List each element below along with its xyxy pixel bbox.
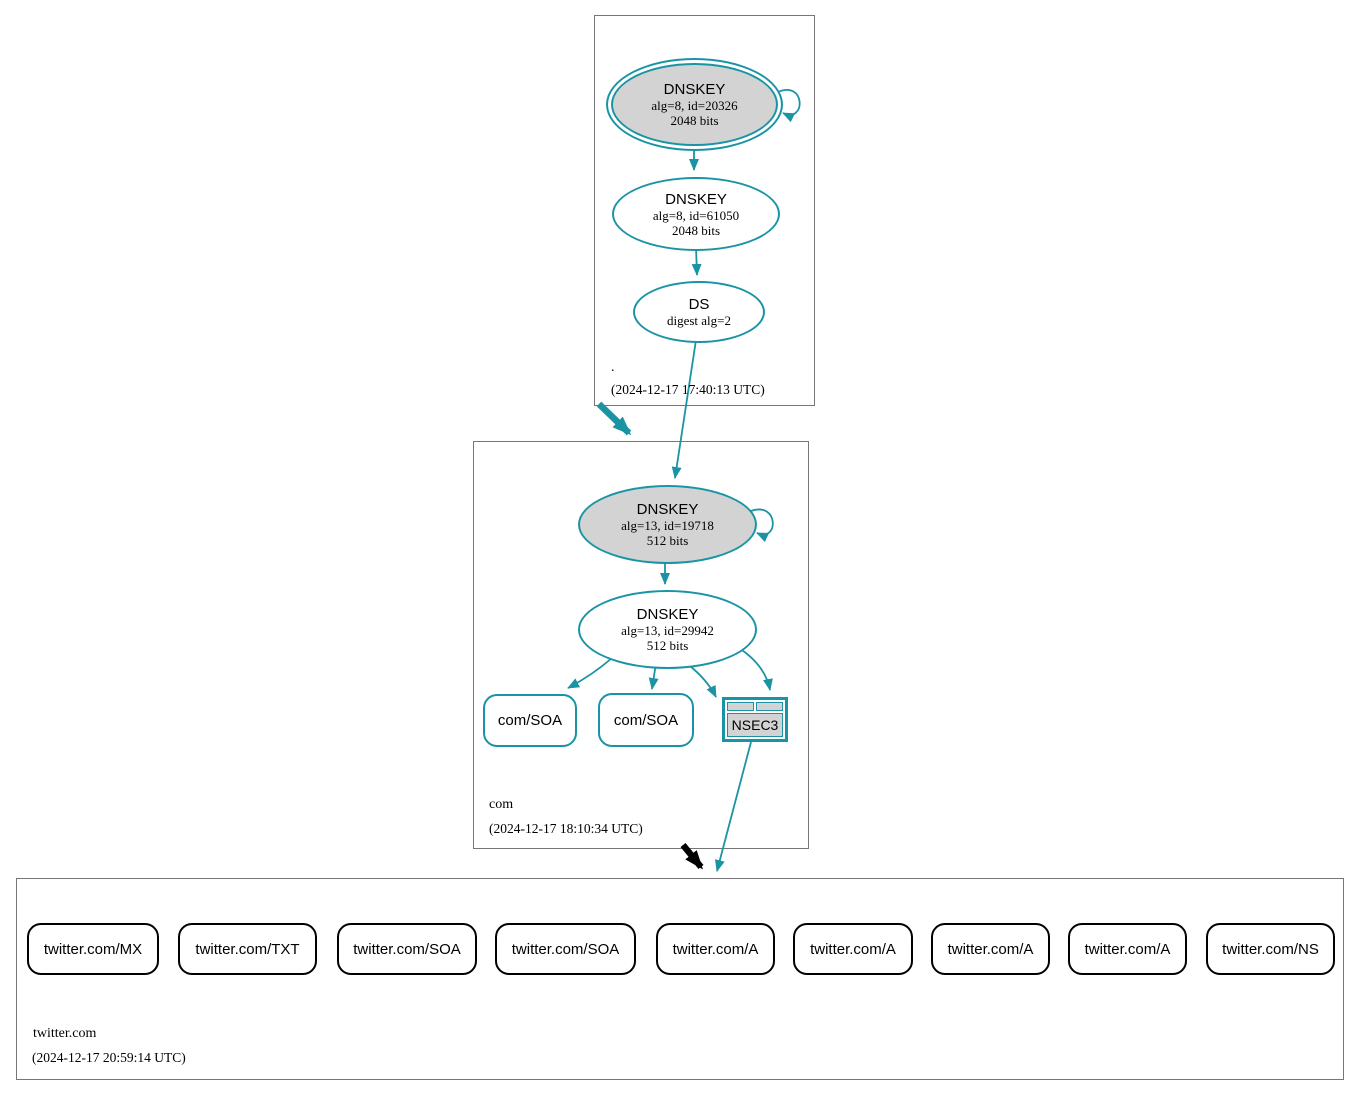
twitter-rrset-a-4[interactable]: twitter.com/A (1068, 923, 1187, 975)
com-zsk-node[interactable]: DNSKEY alg=13, id=29942 512 bits (578, 590, 757, 669)
zone-box-com (473, 441, 809, 849)
twitter-rrset-mx[interactable]: twitter.com/MX (27, 923, 159, 975)
root-ksk-inner: DNSKEY alg=8, id=20326 2048 bits (611, 63, 778, 146)
root-ksk-title: DNSKEY (663, 81, 726, 98)
nsec3-cell-right (756, 702, 783, 711)
com-ksk-bits: 512 bits (646, 533, 689, 548)
com-zsk-title: DNSKEY (636, 606, 699, 623)
zone-box-root (594, 15, 815, 406)
com-soa-node-1[interactable]: com/SOA (483, 694, 577, 747)
twitter-zone-name: twitter.com (33, 1026, 97, 1041)
twitter-rrset-soa-2[interactable]: twitter.com/SOA (495, 923, 636, 975)
root-ds-digest: digest alg=2 (666, 313, 732, 328)
twitter-rrset-a-2[interactable]: twitter.com/A (793, 923, 913, 975)
twitter-rrset-soa-1[interactable]: twitter.com/SOA (337, 923, 477, 975)
com-ksk-title: DNSKEY (636, 501, 699, 518)
edge-delegation-root-com (596, 401, 632, 436)
root-ksk-alg: alg=8, id=20326 (651, 98, 738, 113)
twitter-rrset-txt[interactable]: twitter.com/TXT (178, 923, 317, 975)
root-zsk-node[interactable]: DNSKEY alg=8, id=61050 2048 bits (612, 177, 780, 251)
zone-box-twitter (16, 878, 1344, 1080)
com-zone-timestamp: (2024-12-17 18:10:34 UTC) (489, 821, 643, 836)
root-zsk-title: DNSKEY (665, 190, 727, 208)
root-ds-node[interactable]: DS digest alg=2 (633, 281, 765, 343)
root-zone-timestamp: (2024-12-17 17:40:13 UTC) (611, 382, 765, 397)
root-ds-title: DS (688, 296, 710, 313)
com-zsk-bits: 512 bits (646, 638, 689, 653)
com-zone-name: com (489, 797, 514, 812)
com-soa-node-2[interactable]: com/SOA (598, 693, 694, 747)
root-zone-name: . (611, 360, 615, 375)
root-zsk-bits: 2048 bits (671, 222, 721, 238)
twitter-rrset-a-1[interactable]: twitter.com/A (656, 923, 775, 975)
twitter-rrset-ns[interactable]: twitter.com/NS (1206, 923, 1335, 975)
root-ksk-bits: 2048 bits (670, 113, 719, 128)
com-nsec3-node[interactable]: NSEC3 (722, 697, 788, 742)
twitter-rrset-a-3[interactable]: twitter.com/A (931, 923, 1050, 975)
com-ksk-node[interactable]: DNSKEY alg=13, id=19718 512 bits (578, 485, 757, 564)
nsec3-label: NSEC3 (727, 713, 783, 737)
com-zsk-alg: alg=13, id=29942 (621, 623, 714, 638)
com-ksk-alg: alg=13, id=19718 (621, 518, 714, 533)
root-ksk-node[interactable]: DNSKEY alg=8, id=20326 2048 bits (606, 58, 783, 151)
twitter-zone-timestamp: (2024-12-17 20:59:14 UTC) (32, 1050, 186, 1065)
nsec3-cell-left (727, 702, 754, 711)
nsec3-header-row (727, 702, 783, 711)
root-zsk-alg: alg=8, id=61050 (652, 207, 740, 223)
